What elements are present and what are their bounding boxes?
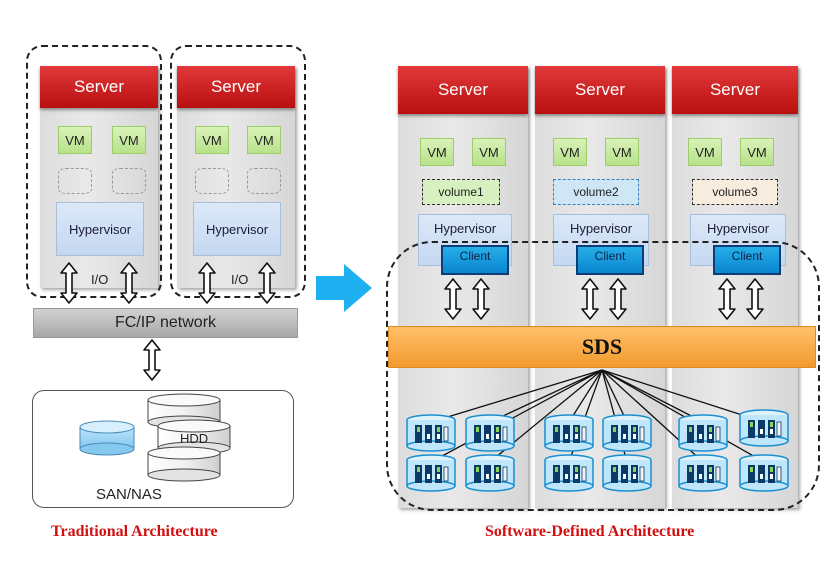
vm-box: VM xyxy=(247,126,281,154)
hypervisor-label: Hypervisor xyxy=(205,221,269,237)
volume-box: volume3 xyxy=(692,179,778,205)
server-header: Server xyxy=(672,66,798,114)
io-label: I/O xyxy=(231,272,249,287)
vm-box: VM xyxy=(420,138,454,166)
vm-box: VM xyxy=(688,138,722,166)
vm-box: VM xyxy=(553,138,587,166)
hdd-label: HDD xyxy=(180,431,209,446)
traditional-caption: Traditional Architecture xyxy=(51,523,218,540)
server-header: Server xyxy=(177,66,295,108)
volume-box: volume2 xyxy=(553,179,639,205)
vm-box: VM xyxy=(112,126,146,154)
client-box: Client xyxy=(441,245,509,275)
client-box: Client xyxy=(713,245,781,275)
server-group-outline-1 xyxy=(26,45,162,298)
software-defined-caption: Software-Defined Architecture xyxy=(485,523,695,540)
network-label: FC/IP network xyxy=(114,314,217,331)
sds-cluster-outline xyxy=(386,241,820,511)
placeholder-disk xyxy=(112,168,146,194)
client-box: Client xyxy=(576,245,644,275)
hypervisor-label: Hypervisor xyxy=(68,221,132,237)
vm-box: VM xyxy=(195,126,229,154)
network-arrow-icon xyxy=(143,339,161,381)
server-header: Server xyxy=(40,66,158,108)
io-label: I/O xyxy=(91,272,109,287)
fc-ip-network-bar: FC/IP network xyxy=(33,308,298,338)
vm-box: VM xyxy=(472,138,506,166)
placeholder-disk xyxy=(58,168,92,194)
hypervisor-label: Hypervisor xyxy=(433,221,497,236)
placeholder-disk xyxy=(195,168,229,194)
san-nas-box xyxy=(32,390,294,508)
placeholder-disk xyxy=(247,168,281,194)
server-header: Server xyxy=(398,66,528,114)
hypervisor-box: Hypervisor xyxy=(193,202,281,256)
transition-arrow-icon xyxy=(316,264,372,312)
hypervisor-label: Hypervisor xyxy=(569,221,633,236)
volume-box: volume1 xyxy=(422,179,500,205)
trad-server-column-1: Server VM VM Hypervisor xyxy=(40,66,158,288)
san-nas-label: SAN/NAS xyxy=(96,486,162,503)
sds-label: SDS xyxy=(581,334,623,359)
hypervisor-label: Hypervisor xyxy=(706,221,770,236)
server-header: Server xyxy=(535,66,665,114)
trad-server-column-2: Server VM VM Hypervisor xyxy=(177,66,295,288)
vm-box: VM xyxy=(605,138,639,166)
server-group-outline-2 xyxy=(170,45,306,298)
hypervisor-box: Hypervisor xyxy=(56,202,144,256)
sds-bar: SDS xyxy=(388,326,816,368)
vm-box: VM xyxy=(740,138,774,166)
vm-box: VM xyxy=(58,126,92,154)
